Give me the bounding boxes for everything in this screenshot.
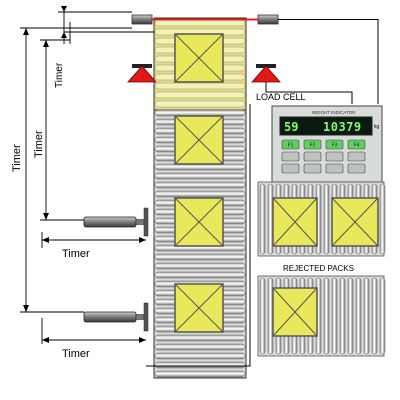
roller xyxy=(154,343,246,351)
roller xyxy=(259,183,266,255)
roller xyxy=(154,271,246,279)
indicator-keypad: F1 F2 F3 F4 xyxy=(281,139,366,174)
roller xyxy=(154,82,246,90)
roller xyxy=(347,277,354,355)
indicator-key xyxy=(303,139,322,150)
indicator-model-text: WEIGHT INDICATOR xyxy=(312,110,356,115)
roller xyxy=(259,277,266,355)
wiring xyxy=(146,19,379,367)
roller xyxy=(323,277,330,355)
indicator-unit: kg xyxy=(374,124,380,130)
load-cell-right xyxy=(251,64,281,83)
load-cell-label: LOAD CELL xyxy=(256,92,306,102)
indicator-key-label: F1 xyxy=(288,143,294,149)
weight-indicator: WEIGHT INDICATOR 59 10379 kg F1 F2 F3 F4 xyxy=(271,105,383,183)
rejected-pack xyxy=(272,197,318,247)
roller xyxy=(154,181,246,189)
indicator-key xyxy=(325,151,344,162)
timer-label-pusher-lower: Timer xyxy=(62,348,90,360)
indicator-key xyxy=(303,163,322,174)
roller xyxy=(154,253,246,261)
pack xyxy=(174,197,224,247)
rejected-packs-label: REJECTED PACKS xyxy=(283,264,354,273)
roller xyxy=(154,361,246,369)
roller xyxy=(363,277,370,355)
roller xyxy=(154,100,246,108)
rejected-pack xyxy=(272,287,318,337)
indicator-key xyxy=(281,151,300,162)
roller xyxy=(154,109,246,117)
roller xyxy=(379,183,386,255)
indicator-left-value: 59 xyxy=(284,120,298,134)
timer-label-top: Timer xyxy=(54,62,65,88)
roller xyxy=(323,183,330,255)
roller xyxy=(154,91,246,99)
timer-label-outer: Timer xyxy=(11,144,23,172)
indicator-key-label: F4 xyxy=(354,143,360,149)
indicator-key xyxy=(347,163,366,174)
pack xyxy=(174,283,224,333)
pack xyxy=(174,33,224,83)
indicator-key xyxy=(303,151,322,162)
pusher-lower xyxy=(83,302,149,332)
indicator-key xyxy=(325,139,344,150)
pusher-upper xyxy=(83,207,149,237)
roller xyxy=(371,277,378,355)
timer-label-inner: Timer xyxy=(33,130,45,158)
indicator-key xyxy=(281,139,300,150)
indicator-key xyxy=(347,139,366,150)
roller xyxy=(154,262,246,270)
timer-label-pusher-upper: Timer xyxy=(62,248,90,260)
roller xyxy=(154,370,246,378)
roller xyxy=(154,334,246,342)
indicator-key xyxy=(347,151,366,162)
indicator-screen xyxy=(279,116,373,136)
pack xyxy=(174,115,224,165)
indicator-key xyxy=(281,163,300,174)
indicator-key-label: F2 xyxy=(310,143,316,149)
roller xyxy=(154,163,246,171)
indicator-main-value: 10379 xyxy=(323,120,362,134)
roller xyxy=(379,277,386,355)
roller xyxy=(331,277,338,355)
roller xyxy=(154,172,246,180)
load-cell-left xyxy=(127,64,157,83)
roller xyxy=(154,19,246,27)
roller xyxy=(154,352,246,360)
indicator-key xyxy=(325,163,344,174)
timer-arrowheads xyxy=(23,6,146,343)
indicator-key-label: F3 xyxy=(332,143,338,149)
roller xyxy=(339,277,346,355)
timer-dimension-lines xyxy=(20,6,154,344)
rejected-pack xyxy=(331,197,379,247)
roller xyxy=(355,277,362,355)
roller xyxy=(154,190,246,198)
